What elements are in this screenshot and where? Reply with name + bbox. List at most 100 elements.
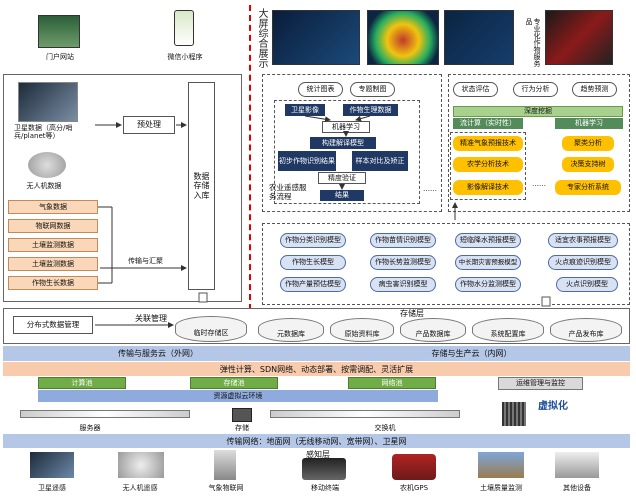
big-screen-image-3 bbox=[444, 10, 514, 65]
prelim-box: 初步作物识别结果 bbox=[278, 151, 336, 171]
wechat-screenshot bbox=[174, 10, 194, 46]
device-img-6 bbox=[478, 452, 524, 478]
device-img-5 bbox=[392, 454, 436, 480]
status-eval: 状态评估 bbox=[453, 82, 498, 97]
preprocess-box: 预处理 bbox=[123, 116, 175, 134]
red-divider bbox=[249, 5, 251, 310]
server-image bbox=[20, 410, 190, 418]
raw-db: 原始资料库 bbox=[330, 318, 394, 342]
storage-production-band: 存储与生产云（内网） bbox=[313, 346, 630, 361]
model-c3-2: 中长期灾害预报模型 bbox=[455, 255, 521, 270]
ops-box: 运维管理与监控 bbox=[498, 377, 583, 390]
meta-db: 元数据库 bbox=[258, 318, 324, 342]
model-c1-3: 作物产量预估模型 bbox=[280, 277, 346, 292]
device-img-4 bbox=[302, 458, 346, 480]
behavior: 行为分析 bbox=[513, 82, 558, 97]
model-c2-3: 病虫害识别模型 bbox=[370, 277, 436, 292]
validate-box: 精度验证 bbox=[318, 172, 366, 184]
device-img-1 bbox=[30, 452, 74, 478]
tech-right-2: 决策支持树 bbox=[562, 157, 614, 172]
device-img-3 bbox=[214, 450, 236, 480]
distributed-box: 分布式数据管理 bbox=[13, 316, 93, 334]
virtualization-label: 虚拟化 bbox=[538, 400, 568, 412]
storage-layer-label: 存储层 bbox=[400, 309, 424, 318]
data-item-5: 作物生长数据 bbox=[8, 276, 98, 290]
device-label-5: 农机GPS bbox=[399, 483, 429, 492]
satellite-image bbox=[18, 82, 78, 122]
data-item-2: 物联网数据 bbox=[8, 219, 98, 233]
sample-box: 样本对比及矫正 bbox=[352, 151, 408, 171]
sysconf-db: 系统配置库 bbox=[472, 318, 544, 342]
tech-right-3: 专家分析系统 bbox=[555, 180, 621, 195]
device-label-4: 移动终端 bbox=[311, 483, 339, 492]
model-c2-1: 作物苗情识别模型 bbox=[370, 233, 436, 248]
crop-physio-box: 作物生理数据 bbox=[343, 104, 398, 116]
device-label-1: 卫星遥感 bbox=[38, 483, 66, 492]
transfer-service-band: 传输与服务云（外网） bbox=[3, 346, 313, 361]
flow-inner-panel bbox=[274, 100, 420, 204]
uav-label: 无人机数据 bbox=[26, 181, 62, 190]
storage-image bbox=[232, 408, 252, 422]
sense-layer-label: 感知层 bbox=[306, 450, 330, 459]
flow-panel bbox=[262, 74, 442, 212]
big-screen-label: 大屏综合展示 bbox=[256, 8, 267, 68]
data-item-3: 土壤监测数据 bbox=[8, 238, 98, 252]
network-pool: 网络池 bbox=[348, 377, 436, 389]
result-box: 结果 bbox=[320, 190, 364, 201]
related-label: 关联管理 bbox=[135, 314, 167, 323]
trend: 趋势预测 bbox=[572, 82, 617, 97]
models-panel bbox=[262, 223, 630, 305]
data-item-1: 气象数据 bbox=[8, 200, 98, 214]
tech-1: 精准气象预报技术 bbox=[453, 136, 523, 151]
switch-image bbox=[270, 410, 460, 418]
satellite-label: 卫星数据（高分/哨兵/planet等） bbox=[14, 124, 73, 141]
special-label: 专业化作物服务品 bbox=[524, 18, 541, 67]
portal-label: 门户网站 bbox=[46, 53, 74, 61]
device-label-2: 无人机遥感 bbox=[122, 483, 158, 492]
device-label-6: 土壤质量监测 bbox=[480, 483, 522, 492]
tech-3: 影像解译技术 bbox=[453, 180, 523, 195]
flow-dots-2: …… bbox=[532, 180, 546, 188]
model-c2-2: 作物长势监测模型 bbox=[370, 255, 436, 270]
device-label-3: 气象物联网 bbox=[208, 483, 244, 492]
stream-calc: 流计算（实时性） bbox=[453, 118, 523, 129]
tech-right-1: 聚类分析 bbox=[562, 136, 614, 151]
compute-pool: 计算池 bbox=[38, 377, 126, 389]
elastic-band: 弹性计算、SDN网络、动态部署、按需调配、灵活扩展 bbox=[3, 362, 630, 376]
storage-pool: 存储池 bbox=[190, 377, 278, 389]
temp-store: 临时存储区 bbox=[175, 316, 247, 342]
uav-image bbox=[28, 152, 66, 178]
special-product-image bbox=[545, 10, 613, 65]
portal-screenshot bbox=[38, 15, 80, 48]
deep-mining: 深度挖掘 bbox=[453, 106, 623, 117]
analysis-panel bbox=[448, 74, 630, 212]
sat-image-box: 卫星影像 bbox=[285, 104, 325, 116]
release-db: 产品发布库 bbox=[550, 318, 622, 342]
big-screen-image-2 bbox=[367, 10, 439, 65]
storage-dev-label: 存储 bbox=[235, 424, 249, 433]
build-model-box: 构建解译模型 bbox=[310, 137, 376, 149]
tech-panel bbox=[450, 132, 526, 200]
rack-image bbox=[502, 402, 526, 426]
data-item-4: 土壤监测数据 bbox=[8, 257, 98, 271]
model-c3-3: 作物水分监测模型 bbox=[455, 277, 521, 292]
model-c3-1: 短临降水预报模型 bbox=[455, 233, 521, 248]
server-label: 服务器 bbox=[79, 424, 101, 433]
transfer-label: 传输与汇聚 bbox=[128, 257, 163, 265]
tech-2: 农学分析技术 bbox=[453, 157, 523, 172]
topic-map: 专题制图 bbox=[350, 82, 395, 97]
model-c1-1: 作物分类识别模型 bbox=[280, 233, 346, 248]
model-c4-1: 适宜农事预报模型 bbox=[548, 233, 618, 248]
stat-chart: 统计图表 bbox=[298, 82, 343, 97]
device-img-2 bbox=[118, 452, 164, 478]
right-ml: 机器学习 bbox=[555, 118, 623, 129]
model-c1-2: 作物生长模型 bbox=[280, 255, 346, 270]
virtual-env-band: 资源虚拟云环境 bbox=[38, 390, 438, 402]
big-screen-image-1 bbox=[272, 10, 360, 65]
flow-dots-1: …… bbox=[423, 185, 437, 193]
switch-label: 交换机 bbox=[374, 424, 396, 433]
model-c4-3: 火点识别模型 bbox=[556, 277, 618, 292]
wechat-label: 微信小程序 bbox=[167, 53, 203, 61]
device-label-7: 其他设备 bbox=[563, 483, 591, 492]
